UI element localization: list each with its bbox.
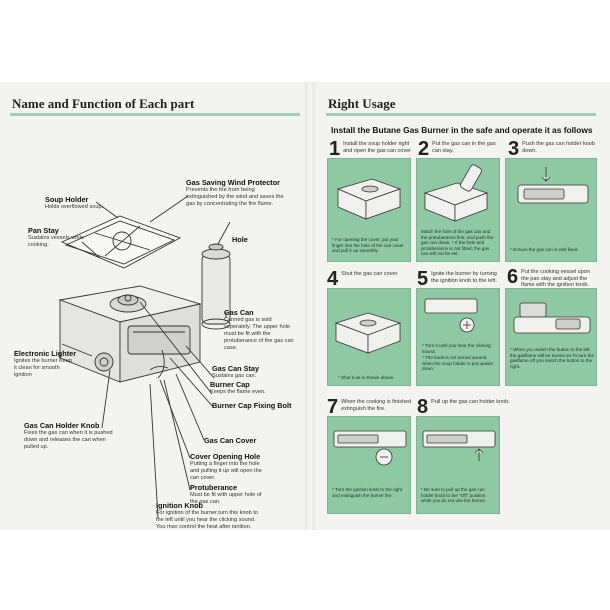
hole-label: Hole bbox=[232, 235, 248, 244]
step-1-text: Install the soup holder right and open t… bbox=[343, 141, 415, 154]
step-3-panel: * Ensure the gas can is well fixed. bbox=[505, 158, 597, 262]
step-2-panel: Match the hole of the gas can and the pr… bbox=[416, 158, 500, 262]
ignition-knob-desc: For ignition of the burner,turn this kno… bbox=[156, 510, 266, 528]
step-2-note-1: Match the hole of the gas can and the pr… bbox=[421, 229, 497, 257]
step-7-illustration bbox=[328, 417, 411, 514]
step-8-text: Pull up the gas can holder knob. bbox=[431, 399, 510, 406]
burner-cap-label: Burner Cap bbox=[210, 380, 250, 389]
step-4-number: 4 bbox=[327, 270, 338, 288]
step-8-number: 8 bbox=[417, 398, 428, 416]
step-4-panel: * Shut it as is shown above. bbox=[327, 288, 411, 386]
step-5-number: 5 bbox=[417, 270, 428, 288]
burner-cap-bolt-label: Burner Cap Fixing Bolt bbox=[212, 401, 291, 410]
step-1-number: 1 bbox=[329, 140, 340, 158]
step-1-panel: * For opening the cover, put your finger… bbox=[327, 158, 411, 262]
pan-stay-label: Pan Stay bbox=[28, 226, 59, 235]
step-8-note-1: * Be sure to pull up the gas can holder … bbox=[421, 487, 497, 504]
step-5-note-2: * The knob is not turned around when the… bbox=[422, 355, 498, 372]
left-title-rule bbox=[10, 113, 300, 116]
holder-knob-desc: Fixes the gas can when it is pushed down… bbox=[24, 430, 120, 451]
gas-can-desc: Canned gas is sold seperately. The upper… bbox=[224, 317, 298, 352]
step-4-illustration bbox=[328, 289, 411, 386]
electronic-lighter-desc: Ignites the burner Keep it clean for smo… bbox=[14, 358, 76, 379]
gas-can-cover-label: Gas Can Cover bbox=[204, 436, 256, 445]
step-3-number: 3 bbox=[508, 140, 519, 158]
left-section-title: Name and Function of Each part bbox=[12, 96, 194, 112]
gas-can-label: Gas Can bbox=[224, 308, 254, 317]
protuberance-label: Protuberance bbox=[190, 483, 237, 492]
parts-diagram: Soup Holder Holds overflowed soup. Gas S… bbox=[0, 118, 310, 530]
step-1-header: 1 Install the soup holder right and open… bbox=[329, 140, 415, 158]
step-1-note-1: * For opening the cover, put your finger… bbox=[332, 237, 408, 254]
soup-holder-label: Soup Holder bbox=[45, 195, 88, 204]
step-7-header: 7 When the cooking is finished extinguis… bbox=[327, 398, 413, 416]
step-4-header: 4 Shut the gas can cover. bbox=[327, 270, 413, 288]
ignition-knob-label: Ignition Knob bbox=[156, 501, 203, 510]
soup-holder-desc: Holds overflowed soup. bbox=[45, 204, 125, 211]
step-4-note-1: * Shut it as is shown above. bbox=[338, 375, 408, 381]
manual-sheet: Name and Function of Each part Right Usa… bbox=[0, 82, 610, 530]
step-2-header: 2 Put the gas can in the gas can stay. bbox=[418, 140, 504, 158]
step-6-panel: * When you switch the button to the left… bbox=[505, 288, 597, 386]
step-6-note-1: * When you switch the button to the left… bbox=[510, 347, 596, 369]
step-5-text: Ignite the burner by turning the ignitio… bbox=[431, 271, 505, 284]
holder-knob-label: Gas Can Holder Knob bbox=[24, 421, 99, 430]
cover-opening-label: Cover Opening Hole bbox=[190, 452, 260, 461]
step-8-panel: * Be sure to pull up the gas can holder … bbox=[416, 416, 500, 514]
cover-opening-desc: Putting a finger into the hole and pulli… bbox=[190, 461, 264, 482]
step-8-header: 8 Pull up the gas can holder knob. bbox=[417, 398, 517, 416]
gas-saving-label: Gas Saving Wind Protector bbox=[186, 178, 280, 187]
step-4-text: Shut the gas can cover. bbox=[341, 271, 398, 278]
step-3-note-1: * Ensure the gas can is well fixed. bbox=[510, 247, 594, 253]
step-3-header: 3 Push the gas can holder knob down. bbox=[508, 140, 598, 158]
gas-saving-desc: Prevents the fire from being extinguishe… bbox=[186, 187, 286, 208]
burner-cap-desc: Keeps the flame even. bbox=[210, 389, 280, 396]
gas-can-stay-desc: Sustains gas can. bbox=[212, 373, 282, 380]
step-5-note-1: * Turn it until you hear the clicking so… bbox=[422, 343, 498, 354]
pan-stay-desc: Sustains vessels while cooking. bbox=[28, 235, 94, 249]
step-6-header: 6 Put the cooking vessel upon the pan st… bbox=[507, 268, 599, 289]
step-7-text: When the cooking is finished extinguish … bbox=[341, 399, 413, 412]
step-3-text: Push the gas can holder knob down. bbox=[522, 141, 598, 154]
step-7-panel: * Turn the ignition knob to the right an… bbox=[327, 416, 411, 514]
gas-can-stay-label: Gas Can Stay bbox=[212, 364, 259, 373]
usage-intro: Install the Butane Gas Burner in the saf… bbox=[331, 125, 593, 135]
right-title-rule bbox=[326, 113, 596, 116]
step-7-note-1: * Turn the ignition knob to the right an… bbox=[332, 487, 408, 498]
step-5-panel: * Turn it until you hear the clicking so… bbox=[416, 288, 500, 386]
step-6-text: Put the cooking vessel upon the pan stay… bbox=[521, 269, 599, 289]
step-5-header: 5 Ignite the burner by turning the ignit… bbox=[417, 270, 505, 288]
step-2-text: Put the gas can in the gas can stay. bbox=[432, 141, 504, 154]
step-6-number: 6 bbox=[507, 268, 518, 286]
electronic-lighter-label: Electronic Lighter bbox=[14, 349, 76, 358]
step-7-number: 7 bbox=[327, 398, 338, 416]
step-6-illustration bbox=[506, 289, 597, 386]
right-section-title: Right Usage bbox=[328, 96, 396, 112]
step-2-number: 2 bbox=[418, 140, 429, 158]
